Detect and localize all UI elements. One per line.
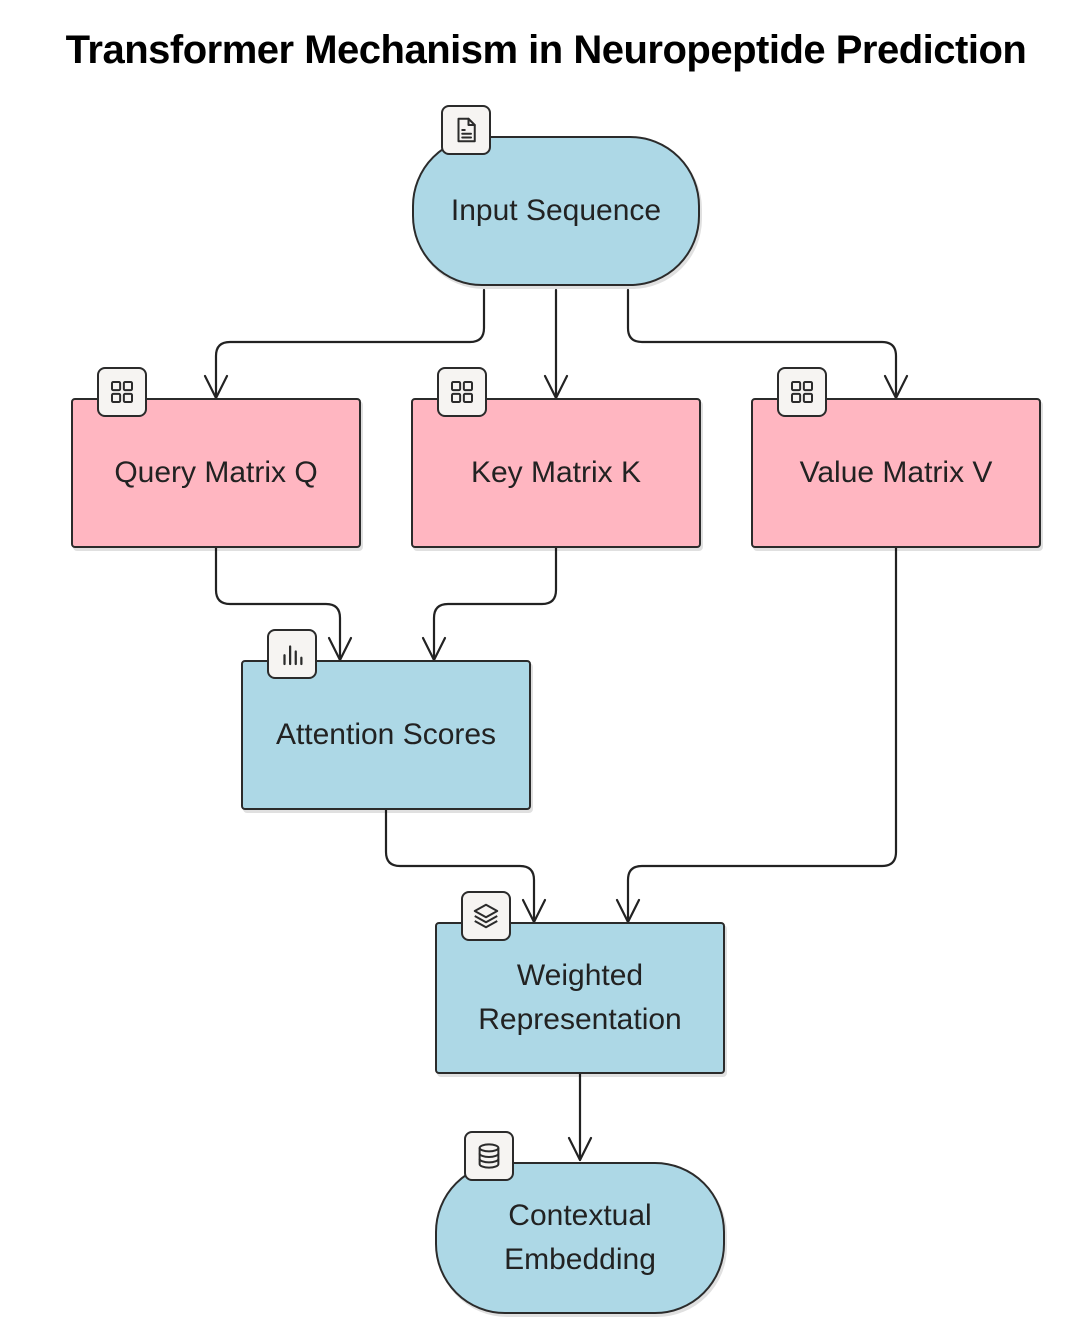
edge-query-attention [214, 546, 342, 662]
edge-value-weighted [626, 546, 898, 924]
diagram-title: Transformer Mechanism in Neuropeptide Pr… [65, 28, 1027, 72]
arrowhead-weighted-embedding [567, 1136, 593, 1162]
node-attention-scores: Attention Scores [241, 660, 531, 810]
node-input-sequence-label: Input Sequence [450, 194, 662, 227]
bar-chart-icon [267, 629, 317, 679]
node-contextual-embedding-label: Contextual Embedding [504, 1199, 656, 1276]
node-weighted-representation: Weighted Representation [435, 922, 725, 1074]
node-key-matrix: Key Matrix K [411, 398, 701, 548]
node-input-sequence: Input Sequence [412, 136, 700, 286]
node-attention-scores-label: Attention Scores [275, 718, 497, 751]
document-icon [441, 105, 491, 155]
grid-icon [97, 367, 147, 417]
database-icon [464, 1131, 514, 1181]
layers-icon [461, 891, 511, 941]
node-value-matrix: Value Matrix V [751, 398, 1041, 548]
grid-icon [777, 367, 827, 417]
node-query-matrix-label: Query Matrix Q [114, 456, 318, 489]
node-contextual-embedding: Contextual Embedding [435, 1162, 725, 1314]
grid-icon [437, 367, 487, 417]
edge-attention-weighted [384, 808, 536, 924]
node-value-matrix-label: Value Matrix V [799, 456, 993, 489]
edge-key-attention [432, 546, 558, 662]
node-key-matrix-label: Key Matrix K [470, 456, 642, 489]
edge-input-value [626, 288, 898, 400]
node-query-matrix: Query Matrix Q [71, 398, 361, 548]
node-weighted-representation-label: Weighted Representation [478, 959, 682, 1036]
edge-input-query [214, 288, 486, 400]
